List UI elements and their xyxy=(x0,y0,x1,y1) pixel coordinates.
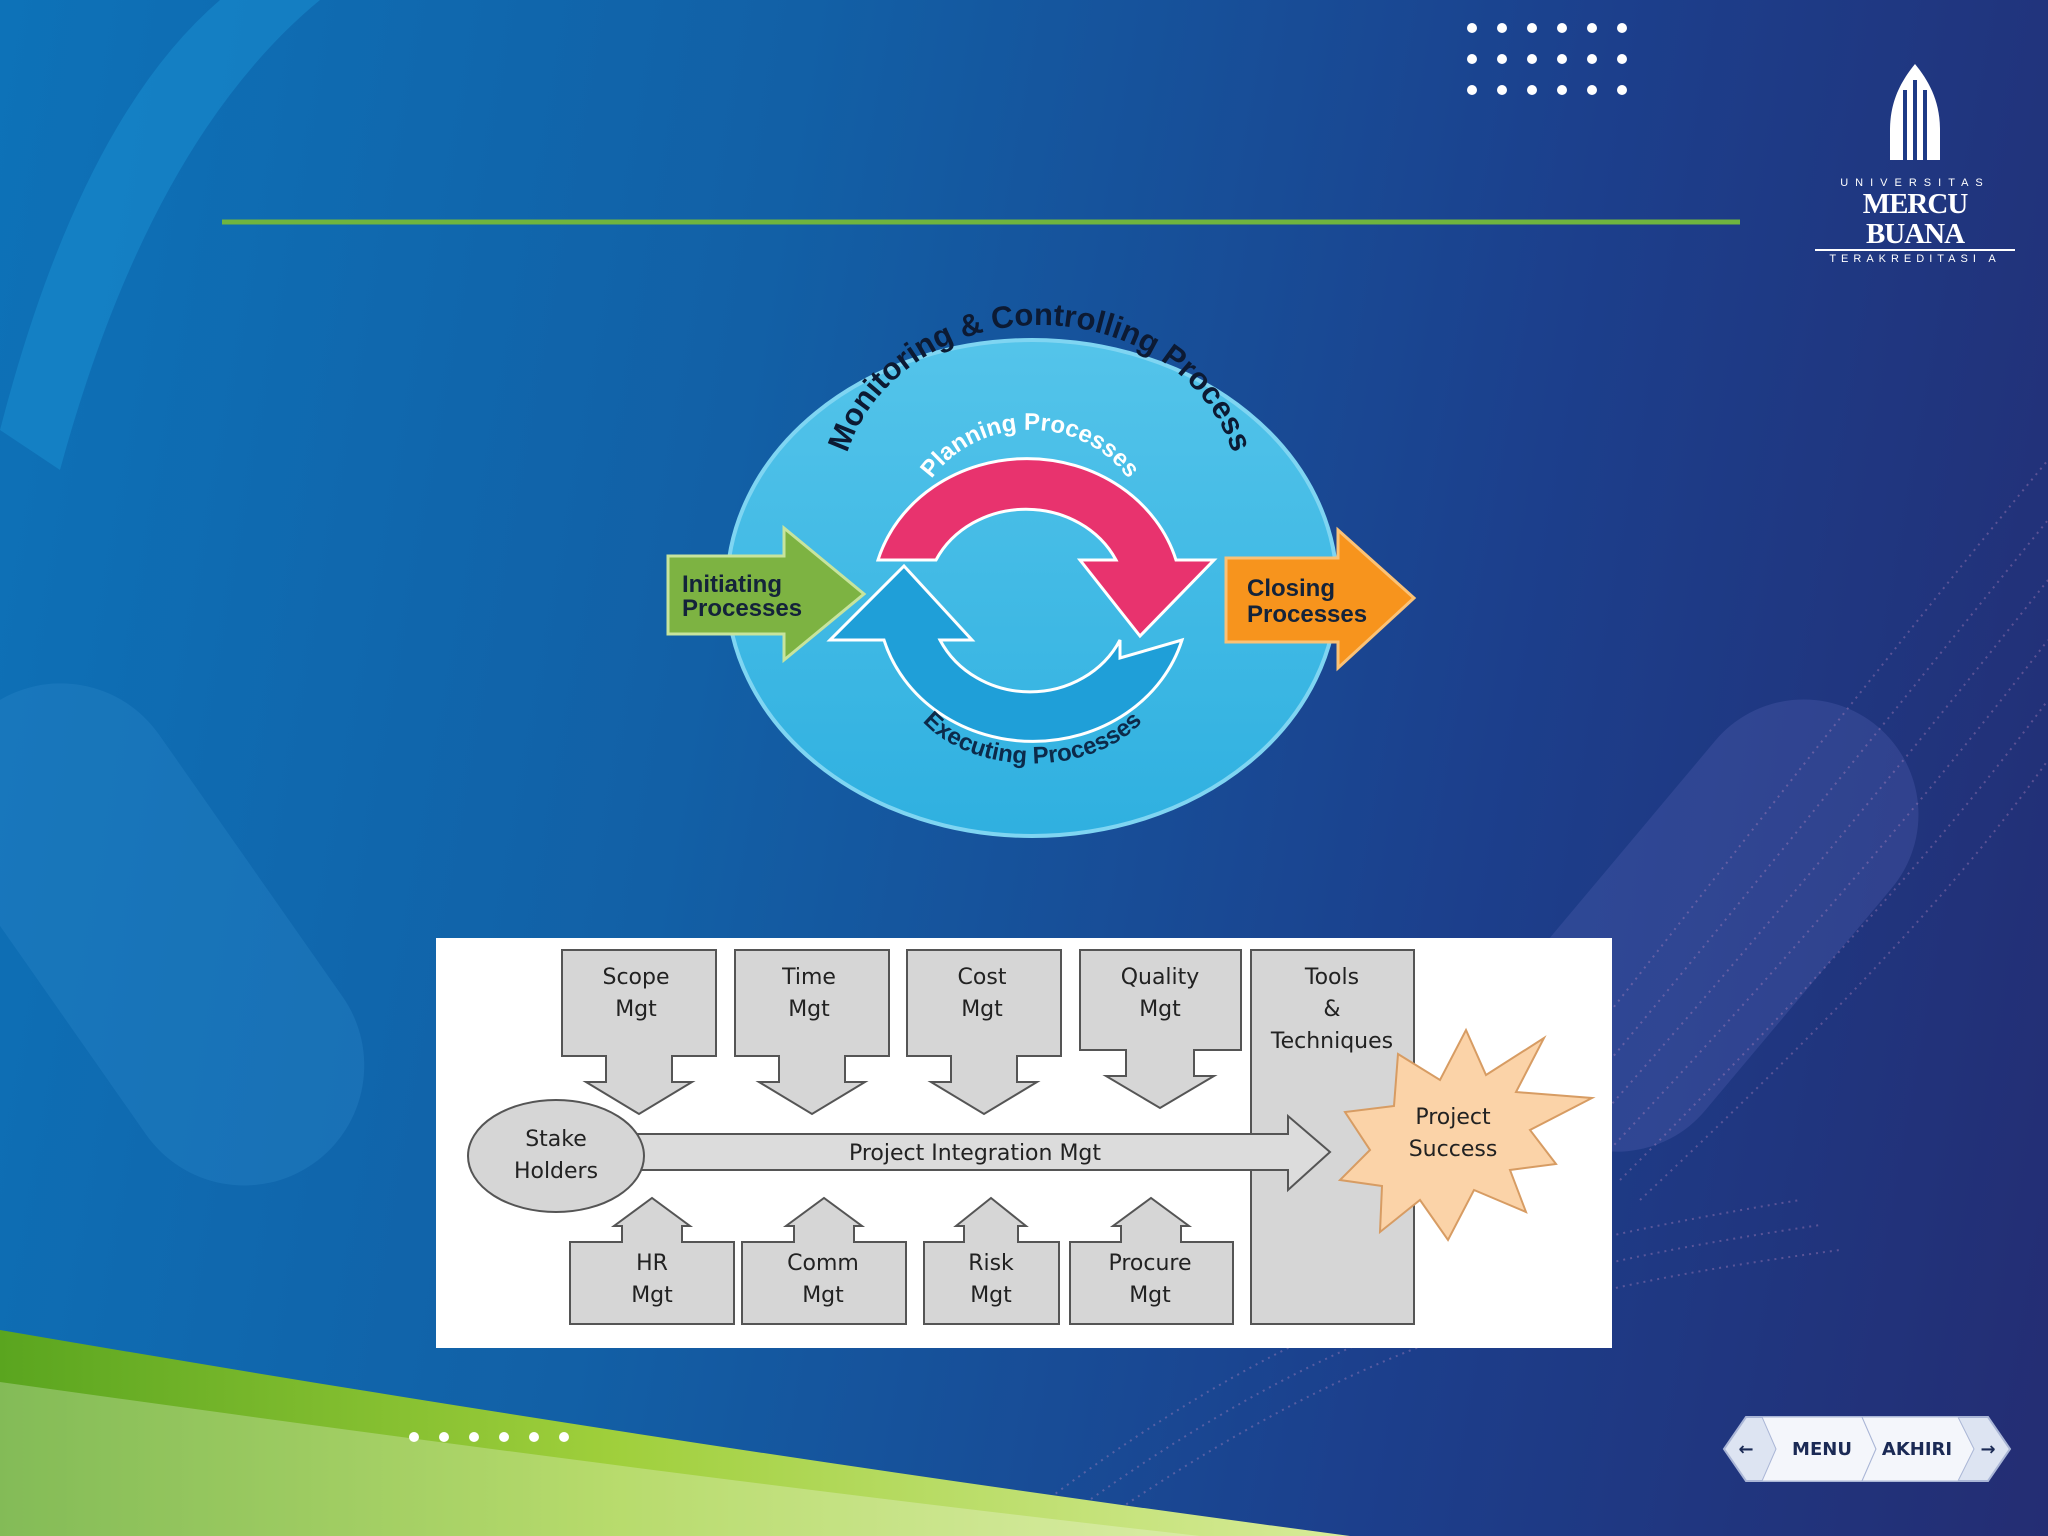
closing-label-2: Processes xyxy=(1247,601,1367,628)
nav-background xyxy=(1722,1416,2012,1482)
bg-pill xyxy=(0,683,365,1186)
initiating-arrow xyxy=(666,524,867,664)
bottom-box-label-1: Risk xyxy=(968,1251,1014,1276)
decor-dot xyxy=(1497,54,1507,64)
decor-dot xyxy=(1617,85,1627,95)
project-success-star xyxy=(1337,1027,1596,1242)
decor-dot xyxy=(1617,23,1627,33)
logo-top-text: UNIVERSITAS xyxy=(1840,177,1990,189)
bottom-box-procure: Procure Mgt xyxy=(1069,1196,1234,1325)
menu-button[interactable]: MENU xyxy=(1792,1438,1852,1460)
top-box-label-2: Mgt xyxy=(788,997,830,1022)
top-box-label-1: Cost xyxy=(958,965,1007,990)
integration-arrow xyxy=(631,1113,1332,1193)
bottom-box-label-2: Mgt xyxy=(1129,1283,1171,1308)
decor-dot xyxy=(469,1432,479,1442)
decor-dot xyxy=(1467,23,1477,33)
decor-dot xyxy=(1587,54,1597,64)
top-box-scope: Scope Mgt xyxy=(561,949,717,1116)
decor-dot xyxy=(1587,85,1597,95)
process-cycle: Monitoring & Controlling Process Plannin… xyxy=(666,297,1417,838)
decor-dot xyxy=(1527,85,1537,95)
logo-tagline: TERAKREDITASI A xyxy=(1829,253,2001,265)
bg-mesh-waves xyxy=(999,459,2048,1536)
initiating-label-2: Processes xyxy=(682,595,802,622)
closing-arrow xyxy=(1224,526,1417,672)
end-button[interactable]: AKHIRI xyxy=(1881,1438,1953,1460)
bottom-box-label-2: Mgt xyxy=(970,1283,1012,1308)
decor-dot xyxy=(1587,23,1597,33)
bottom-green-wave xyxy=(0,1330,1350,1536)
forward-arrow-button[interactable]: → xyxy=(1968,1413,2008,1485)
knowledge-area-diagram: Tools & Techniques Project Integration M… xyxy=(436,938,1612,1348)
bottom-box-comm: Comm Mgt xyxy=(741,1196,907,1325)
tools-label-3: Techniques xyxy=(1270,1029,1393,1054)
top-box-cost: Cost Mgt xyxy=(906,949,1062,1116)
top-box-time: Time Mgt xyxy=(734,949,890,1116)
stakeholders-label-2: Holders xyxy=(514,1159,598,1184)
top-box-label-1: Quality xyxy=(1121,965,1200,990)
bottom-box-label-1: Procure xyxy=(1108,1251,1191,1276)
logo-name: MERCU BUANA xyxy=(1815,189,2015,251)
decor-dot xyxy=(499,1432,509,1442)
decor-dot xyxy=(1557,23,1567,33)
executing-arrow xyxy=(826,563,1185,743)
decor-dot xyxy=(559,1432,569,1442)
bottom-box-label-1: HR xyxy=(636,1251,668,1276)
planning-arrow xyxy=(875,457,1218,639)
bottom-box-risk: Risk Mgt xyxy=(923,1196,1060,1325)
tower-logo-icon xyxy=(1890,64,1940,160)
dot-grid-bottom xyxy=(409,1432,569,1442)
bottom-box-hr: HR Mgt xyxy=(569,1196,735,1325)
stakeholders-label-1: Stake xyxy=(525,1127,587,1152)
top-box-label-2: Mgt xyxy=(961,997,1003,1022)
decor-dot xyxy=(1557,54,1567,64)
bg-curve xyxy=(0,0,320,470)
stakeholders-ellipse xyxy=(467,1099,645,1213)
top-box-label-1: Time xyxy=(781,965,836,990)
back-arrow-button[interactable]: ← xyxy=(1726,1413,1766,1485)
integration-label: Project Integration Mgt xyxy=(849,1141,1101,1166)
decor-dot xyxy=(1617,54,1627,64)
top-box-label-1: Scope xyxy=(602,965,669,990)
arrow-right-icon: → xyxy=(1980,1438,1996,1460)
decor-dot xyxy=(439,1432,449,1442)
decor-dot xyxy=(1527,23,1537,33)
success-label-1: Project xyxy=(1415,1105,1491,1130)
tools-label-2: & xyxy=(1323,997,1340,1022)
bottom-box-label-2: Mgt xyxy=(631,1283,673,1308)
decor-dot xyxy=(1557,85,1567,95)
top-box-quality: Quality Mgt xyxy=(1079,949,1242,1110)
arrow-left-icon: ← xyxy=(1738,1438,1754,1460)
dot-grid-top xyxy=(1467,23,1627,95)
decor-dot xyxy=(409,1432,419,1442)
decor-dot xyxy=(1467,85,1477,95)
decor-dot xyxy=(1497,85,1507,95)
bottom-box-label-2: Mgt xyxy=(802,1283,844,1308)
bottom-box-label-1: Comm xyxy=(787,1251,859,1276)
top-box-label-2: Mgt xyxy=(615,997,657,1022)
initiating-label-1: Initiating xyxy=(682,571,782,598)
decor-dot xyxy=(1467,54,1477,64)
university-logo: UNIVERSITAS MERCU BUANA TERAKREDITASI A xyxy=(1815,60,2015,265)
closing-label-1: Closing xyxy=(1247,575,1335,602)
decor-dot xyxy=(1497,23,1507,33)
decor-dot xyxy=(1527,54,1537,64)
bottom-light-wave xyxy=(0,1382,1200,1536)
decor-dot xyxy=(529,1432,539,1442)
slide-navigation: ← MENU AKHIRI → xyxy=(1722,1413,2012,1485)
tools-label-1: Tools xyxy=(1304,965,1359,990)
top-box-label-2: Mgt xyxy=(1139,997,1181,1022)
success-label-2: Success xyxy=(1409,1137,1498,1162)
